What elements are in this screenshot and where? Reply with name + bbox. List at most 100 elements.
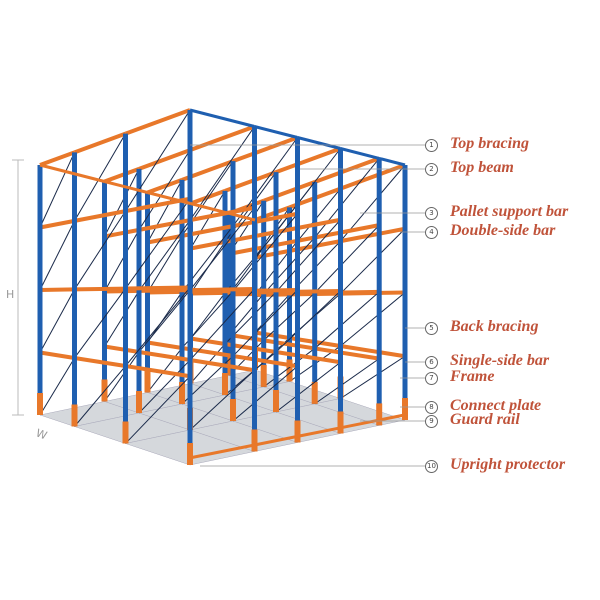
frame-bracing [314, 358, 380, 405]
callout-label: Single-side bar [450, 352, 550, 369]
pallet-support-bar [74, 286, 126, 292]
callout-number: 8 [425, 401, 438, 414]
frame-bracing [104, 168, 140, 237]
pallet-support-bar [138, 349, 191, 363]
pallet-support-bar [189, 287, 255, 293]
pallet-support-bar [232, 354, 298, 369]
upright-protector [136, 391, 142, 413]
frame-bracing [189, 288, 255, 361]
callout-number: 6 [425, 356, 438, 369]
callout-number: 1 [425, 139, 438, 152]
guard-rail [378, 413, 406, 422]
pallet-support-bar [254, 248, 290, 260]
top-bracing [39, 163, 105, 183]
pallet-support-bar [104, 288, 140, 294]
frame-bracing [189, 207, 255, 291]
frame-bracing [275, 361, 341, 413]
frame-bracing [39, 357, 75, 416]
callout-label: Top bracing [450, 135, 529, 152]
upright-protector [144, 370, 151, 393]
upright-protector [337, 411, 344, 434]
frame-bracing [125, 198, 191, 289]
top-tie [189, 108, 255, 128]
top-beam [103, 166, 140, 184]
pallet-support-bar [74, 209, 126, 223]
frame-bracing [138, 219, 191, 292]
top-bracing [104, 180, 148, 194]
frame-bracing [138, 359, 191, 414]
top-beam [314, 156, 380, 184]
pallet-support-bar [39, 287, 75, 292]
top-beam [73, 131, 127, 155]
frame-bracing [74, 288, 126, 359]
height-dimension-label: H [6, 288, 15, 301]
frame-bracing [189, 369, 255, 431]
frame-bracing [340, 228, 406, 294]
upright-protector [311, 381, 318, 404]
pallet-support-bar [275, 217, 341, 235]
frame-bracing [147, 235, 183, 293]
guard-rail [189, 443, 255, 460]
pallet-support-bar [147, 340, 183, 350]
pallet-support-bar [39, 218, 75, 230]
pallet-support-bar [189, 205, 255, 223]
frame-bracing [232, 289, 298, 357]
upright-protector [187, 443, 193, 465]
top-beam [232, 135, 299, 164]
callout-label: Connect plate [450, 397, 542, 414]
top-tie [254, 125, 298, 139]
pallet-support-bar [74, 355, 126, 369]
pallet-support-bar [314, 346, 380, 361]
frame-bracing [138, 149, 191, 231]
upright-protector [122, 421, 129, 444]
upright-protector [260, 364, 267, 387]
frame-bracing [104, 290, 140, 347]
upright-protector [71, 404, 78, 427]
frame-bracing [189, 126, 255, 221]
frame-bracing [275, 290, 341, 353]
callout-label: Pallet support bar [450, 203, 569, 220]
upright-protector [251, 429, 258, 452]
frame-bracing [232, 365, 298, 422]
top-beam [189, 188, 226, 206]
frame-bracing [254, 250, 290, 296]
upright-protector [222, 373, 228, 395]
upright-protector [376, 403, 383, 426]
frame-bracing [125, 287, 191, 367]
callout-label: Guard rail [450, 411, 520, 428]
callout-number: 10 [425, 460, 438, 473]
frame-bracing [125, 109, 191, 212]
callout-number: 3 [425, 207, 438, 220]
top-beam [146, 177, 183, 195]
frame-bracing [263, 237, 316, 295]
pallet-support-bar [263, 338, 316, 351]
pallet-support-bar [125, 285, 191, 291]
upright-protector [179, 382, 185, 404]
top-bracing [190, 202, 230, 215]
frame-bracing [275, 219, 341, 293]
callout-number: 4 [425, 226, 438, 239]
upright-protector [294, 420, 301, 443]
pallet-support-bar [275, 350, 341, 365]
guard-rail [254, 434, 298, 447]
frame-bracing [190, 292, 226, 339]
top-bracing [228, 211, 256, 222]
frame-bracing [263, 292, 316, 341]
upright-protector [273, 390, 279, 412]
frame-bracing [314, 224, 380, 294]
pallet-support-bar [254, 330, 290, 340]
frame-bracing [190, 190, 226, 249]
callout-label: Upright protector [450, 456, 566, 473]
frame-bracing [254, 294, 290, 333]
frame-bracing [340, 164, 406, 242]
upright-protector [402, 398, 408, 420]
pallet-support-bar [138, 288, 191, 293]
top-beam [254, 205, 291, 222]
upright-protector [286, 359, 293, 382]
top-bracing [147, 191, 191, 205]
frame-bracing [138, 289, 191, 353]
pallet-support-bar [340, 226, 406, 244]
pallet-support-bar [39, 350, 75, 360]
upright-protector [230, 399, 236, 421]
callout-label: Double-side bar [450, 222, 556, 239]
